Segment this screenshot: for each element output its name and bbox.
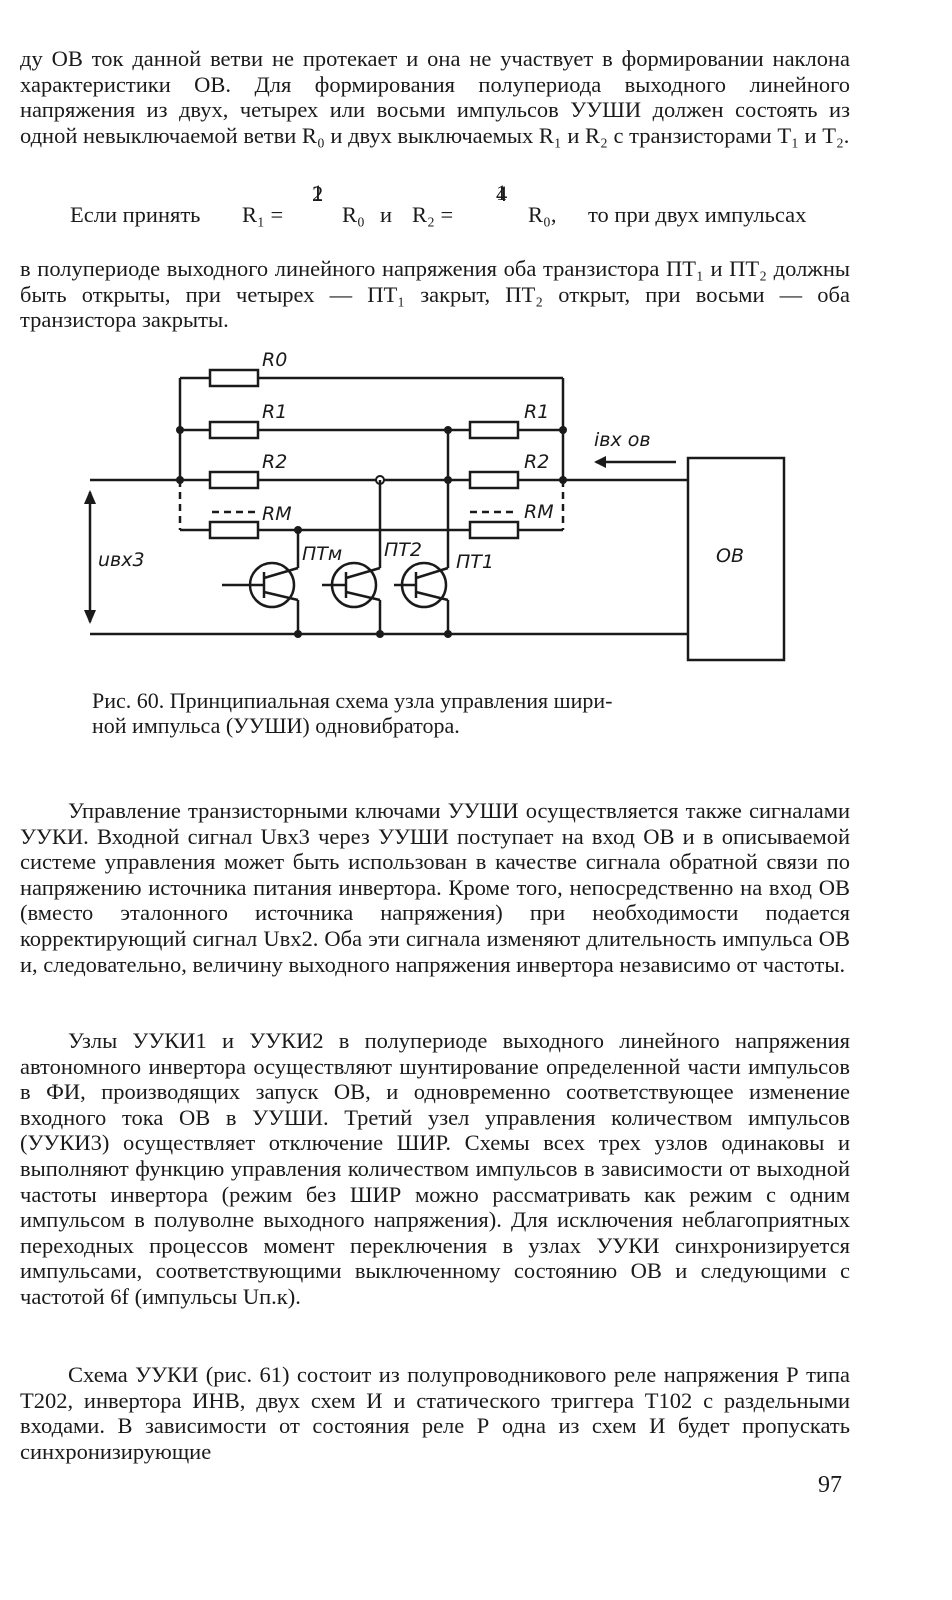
- resistor-r1-right: [468, 420, 520, 440]
- label-rm-right: RM: [524, 501, 554, 523]
- paragraph-1-text: Управление транзисторными ключами УУШИ о…: [20, 798, 850, 977]
- figure-caption: Рис. 60. Принципиальная схема узла управ…: [92, 688, 792, 738]
- top-paragraph: ду ОВ ток данной ветви не протекает и он…: [20, 46, 850, 148]
- caption-line-1: Рис. 60. Принципиальная схема узла управ…: [92, 688, 613, 713]
- label-voltage: uвх3: [98, 549, 145, 571]
- paragraph-2: Узлы УУКИ1 и УУКИ2 в полупериоде выходно…: [20, 1028, 850, 1310]
- label-r2-right: R2: [524, 451, 549, 473]
- after-formula-paragraph: в полупериоде выходного линейного напряж…: [20, 256, 850, 333]
- label-r1-right: R1: [524, 401, 549, 423]
- fraction-denominator: 2: [312, 181, 324, 206]
- transistor-pt1: [394, 561, 449, 609]
- transistor-ptm: [222, 561, 299, 609]
- transistor-pt2: [322, 561, 381, 609]
- resistor-r2-left: [208, 470, 260, 490]
- formula-r1: R₁ =: [242, 202, 284, 227]
- label-pt1: ПТ1: [456, 551, 494, 573]
- resistor-r2-right: [468, 470, 520, 490]
- caption-line-2: ной импульса (УУШИ) одновибратора.: [92, 713, 460, 738]
- ob-block: [686, 456, 786, 662]
- label-r2-left: R2: [262, 451, 287, 473]
- resistor-rm-left: [208, 520, 260, 540]
- paragraph-3: Схема УУКИ (рис. 61) состоит из полупров…: [20, 1362, 850, 1464]
- paragraph-3-text: Схема УУКИ (рис. 61) состоит из полупров…: [20, 1362, 850, 1464]
- label-r1-left: R1: [262, 401, 287, 423]
- label-rm-left: RM: [262, 503, 292, 525]
- page-number: 97: [818, 1472, 842, 1498]
- resistor-rm-right: [468, 520, 520, 540]
- formula-r2: R₂ =: [412, 202, 454, 227]
- paragraph-2-text: Узлы УУКИ1 и УУКИ2 в полупериоде выходно…: [20, 1028, 850, 1309]
- paragraph-1: Управление транзисторными ключами УУШИ о…: [20, 798, 850, 977]
- fraction-numerator: 1: [496, 180, 508, 205]
- formula-r0-second: R₀,: [528, 202, 557, 227]
- label-ptm: ПТм: [302, 543, 342, 565]
- formula-prefix: Если принять: [70, 202, 201, 227]
- top-paragraph-text: ду ОВ ток данной ветви не протекает и он…: [20, 46, 850, 148]
- label-ob: ОВ: [716, 545, 744, 567]
- after-formula-text: в полупериоде выходного линейного напряж…: [20, 256, 850, 333]
- formula-r0-first: R₀: [342, 202, 365, 227]
- formula-line: Если принять R₁ = 1 2 R₀ и R₂ = 1 4 R₀, …: [20, 180, 860, 242]
- formula-suffix: то при двух импульсах: [588, 202, 807, 227]
- label-current: iвх ов: [594, 429, 651, 451]
- fraction-numerator: 1: [312, 180, 324, 205]
- fraction-denominator: 4: [496, 181, 508, 206]
- resistor-r0: [208, 368, 260, 388]
- formula-and: и: [380, 202, 393, 227]
- label-r0: R0: [262, 349, 287, 371]
- label-pt2: ПТ2: [384, 539, 422, 561]
- resistor-r1-left: [208, 420, 260, 440]
